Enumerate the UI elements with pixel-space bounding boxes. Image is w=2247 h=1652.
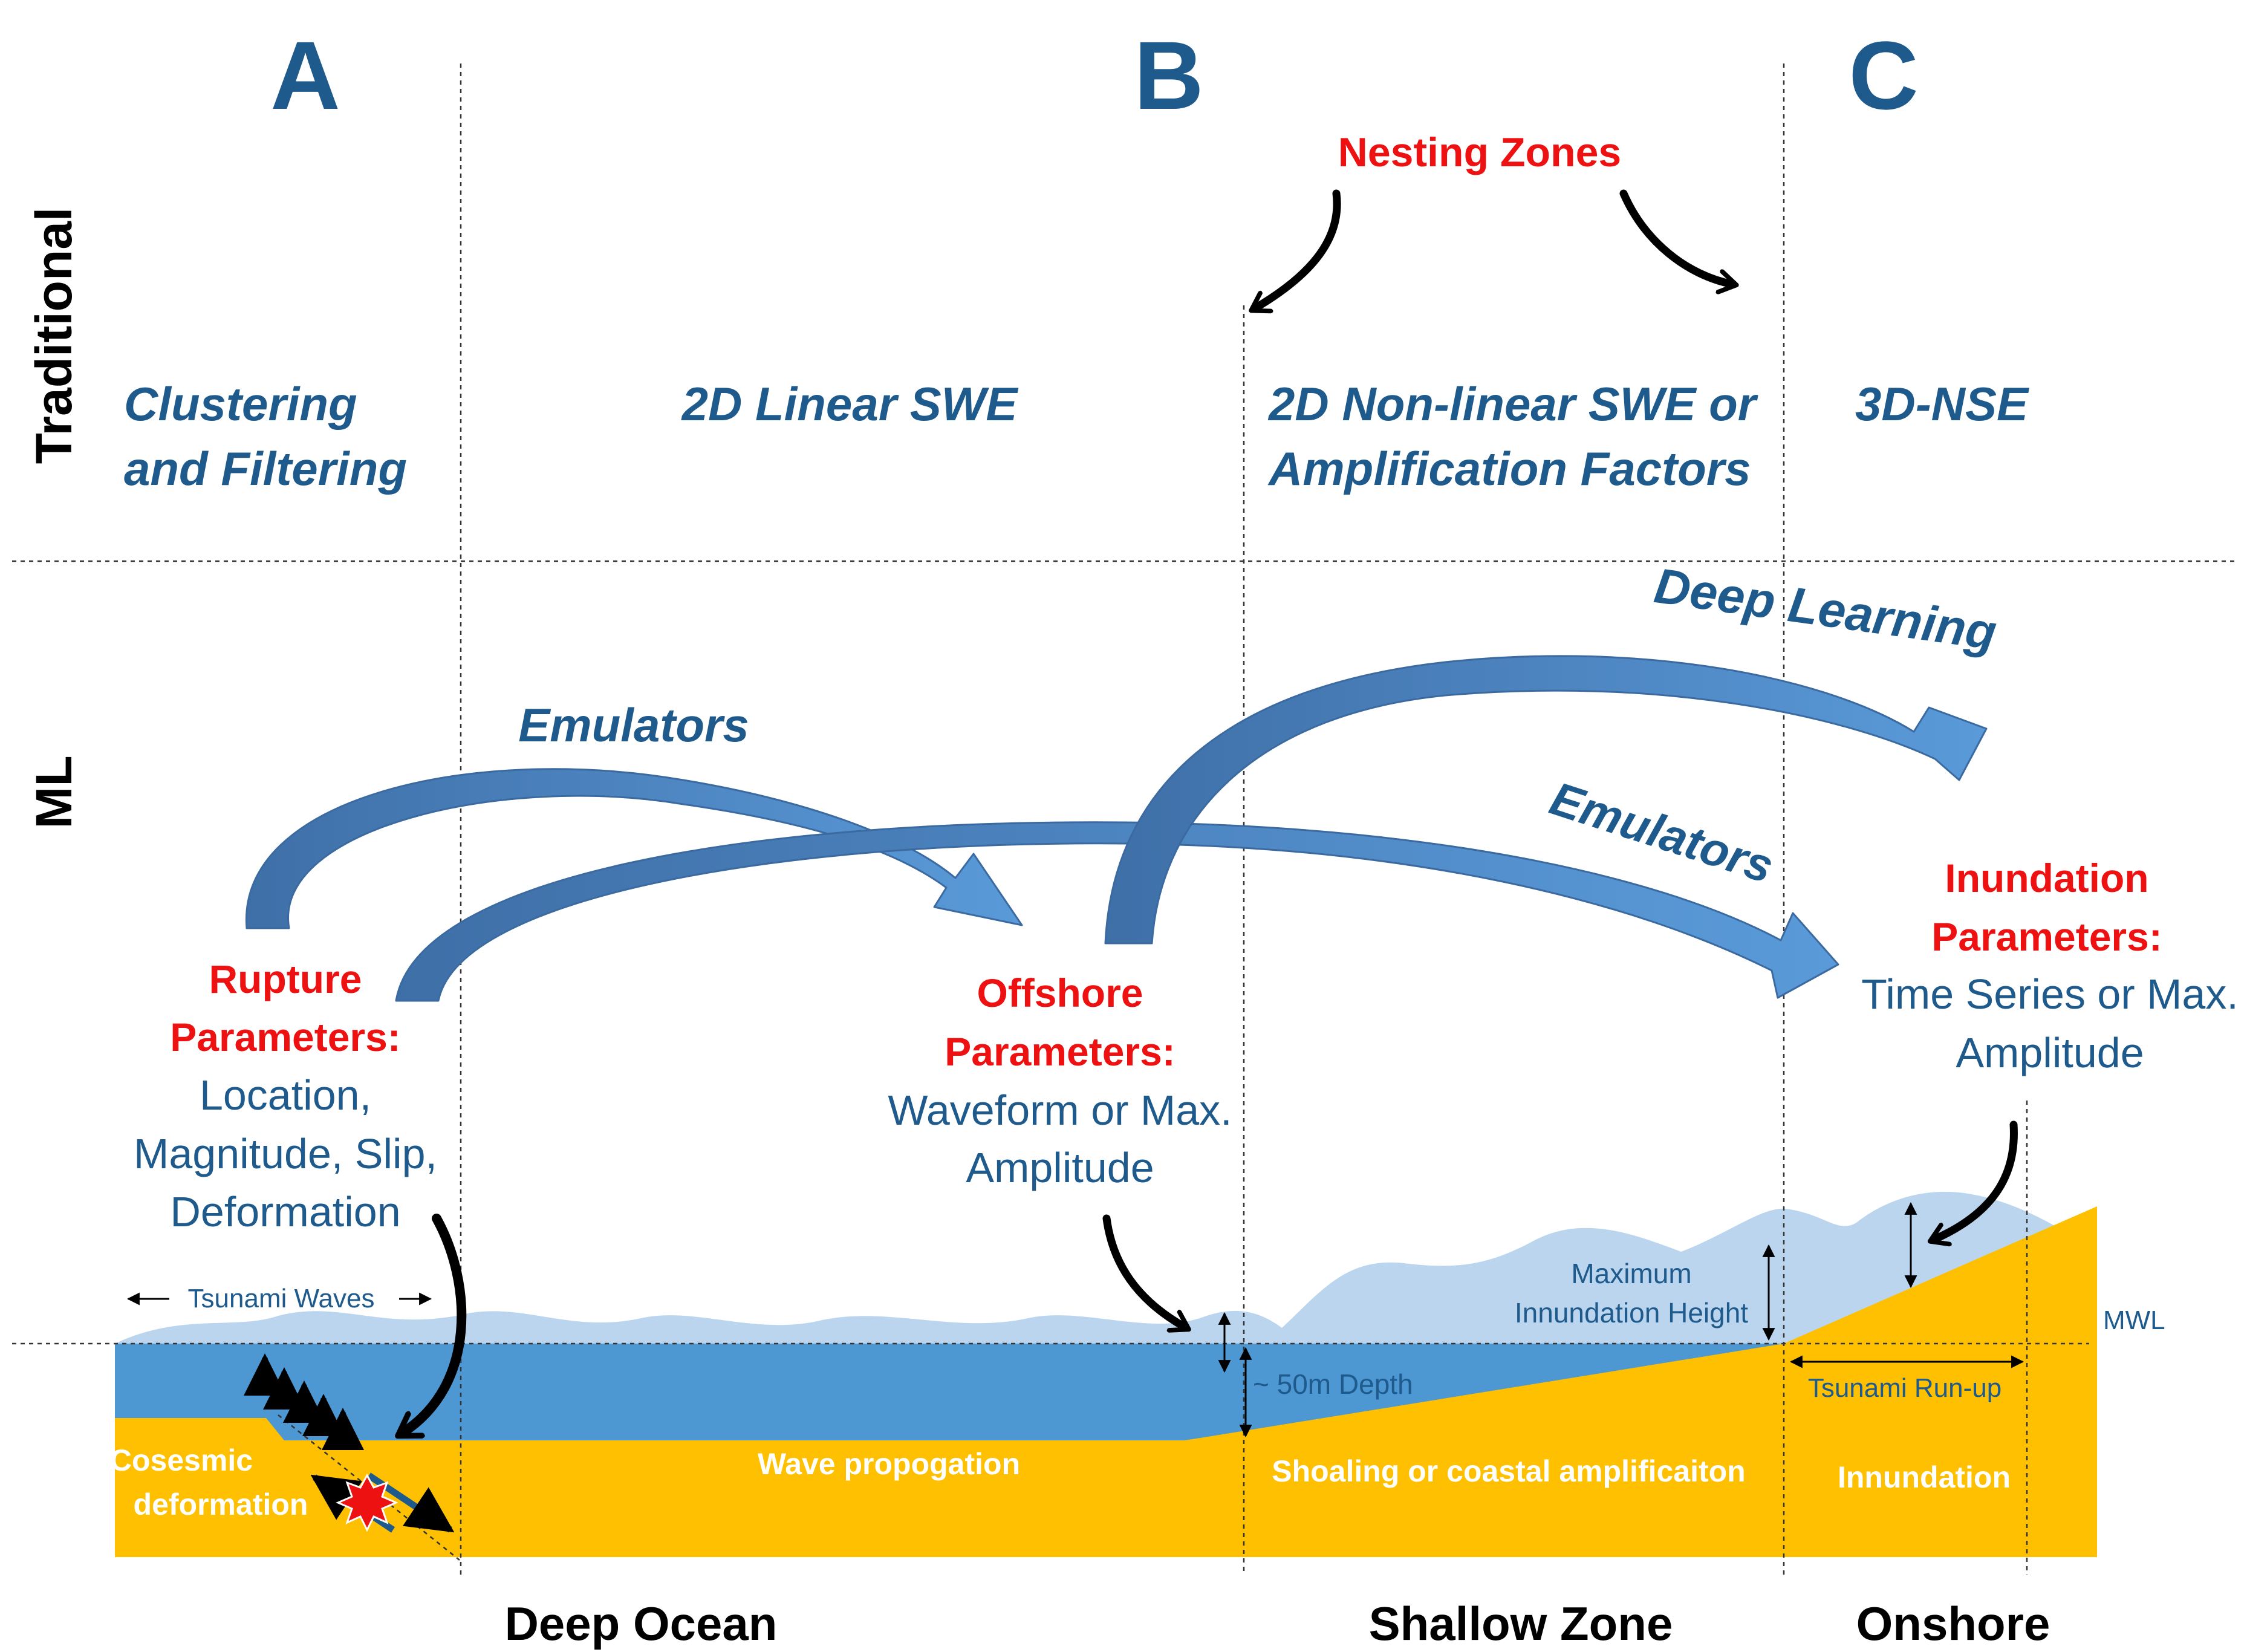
deep-learning-label: Deep Learning: [1651, 558, 2000, 660]
coastal-profile: [115, 1191, 2097, 1557]
inundation-title-line1: Inundation: [1945, 856, 2148, 900]
zone-shallow: Shallow Zone: [1369, 1597, 1673, 1650]
offshore-line2: Amplitude: [966, 1144, 1154, 1191]
emulators-label-left: Emulators: [518, 698, 749, 752]
offshore-line1: Waveform or Max.: [888, 1087, 1232, 1134]
deep-learning-arrow: [1104, 655, 1988, 945]
wave-propagation-label: Wave propogation: [758, 1447, 1020, 1481]
method-nonlinear-line2: Amplification Factors: [1267, 442, 1751, 495]
zone-deep-ocean: Deep Ocean: [505, 1597, 778, 1650]
seabed: [115, 1206, 2097, 1557]
nesting-arrow-right: [1619, 189, 1732, 284]
method-linear-swe: 2D Linear SWE: [681, 377, 1019, 431]
offshore-pointer-arrow: [1102, 1214, 1185, 1327]
rupture-line1: Location,: [200, 1072, 371, 1119]
row-label-traditional: Traditional: [25, 207, 82, 464]
ocean-body: [115, 1344, 1784, 1440]
section-c-letter: C: [1849, 21, 1919, 129]
tsunami-wave-envelope: [115, 1191, 2068, 1344]
rupture-line2: Magnitude, Slip,: [134, 1130, 437, 1177]
method-3d-nse: 3D-NSE: [1855, 377, 2029, 431]
row-label-ml: ML: [25, 755, 82, 828]
tsunami-waves-label: Tsunami Waves: [188, 1284, 375, 1313]
inundation-title-line2: Parameters:: [1931, 914, 2162, 959]
section-a-letter: A: [270, 21, 340, 129]
innundation-label: Innundation: [1838, 1460, 2011, 1494]
cosesmic-label-line1: Cosesmic: [110, 1443, 253, 1477]
uplift-arrows: [244, 1353, 364, 1450]
max-height-label-line2: Innundation Height: [1515, 1297, 1748, 1328]
shoaling-label: Shoaling or coastal amplificaiton: [1272, 1454, 1745, 1488]
method-clustering-line1: Clustering: [124, 377, 357, 431]
depth-label: ~ 50m Depth: [1253, 1368, 1413, 1400]
ml-arrows: [245, 655, 1988, 1002]
zone-onshore: Onshore: [1856, 1597, 2050, 1650]
emulator-arrow-offshore: [245, 768, 1023, 929]
profile-annotations: [126, 1202, 2024, 1438]
max-height-label-line1: Maximum: [1571, 1258, 1691, 1289]
offshore-title-line2: Parameters:: [945, 1029, 1176, 1074]
fault-slip: [310, 1472, 455, 1533]
rupture-pointer-arrow: [402, 1214, 467, 1433]
inundation-parameters: Inundation Parameters: Time Series or Ma…: [1861, 856, 2239, 1076]
cosesmic-label-line2: deformation: [134, 1488, 308, 1521]
inundation-pointer-arrow: [1934, 1120, 2018, 1240]
rupture-title-line2: Parameters:: [170, 1015, 401, 1059]
mwl-label: MWL: [2103, 1306, 2165, 1335]
rupture-title-line1: Rupture: [209, 957, 362, 1001]
section-b-letter: B: [1134, 21, 1204, 129]
method-clustering-line2: and Filtering: [124, 442, 407, 495]
rupture-parameters: Rupture Parameters: Location, Magnitude,…: [134, 957, 437, 1235]
method-nonlinear-line1: 2D Non-linear SWE or: [1267, 377, 1758, 431]
nesting-arrow-left: [1255, 189, 1341, 308]
offshore-parameters: Offshore Parameters: Waveform or Max. Am…: [888, 971, 1232, 1191]
inundation-line2: Amplitude: [1956, 1029, 2144, 1076]
run-up-label: Tsunami Run-up: [1808, 1373, 2001, 1403]
inundation-line1: Time Series or Max.: [1861, 971, 2239, 1018]
nesting-zones-label: Nesting Zones: [1338, 129, 1622, 175]
offshore-title-line1: Offshore: [977, 971, 1143, 1015]
rupture-line3: Deformation: [170, 1188, 400, 1235]
emulator-arrow-inundation: [395, 821, 1839, 1002]
rupture-starburst-icon: [336, 1473, 398, 1532]
